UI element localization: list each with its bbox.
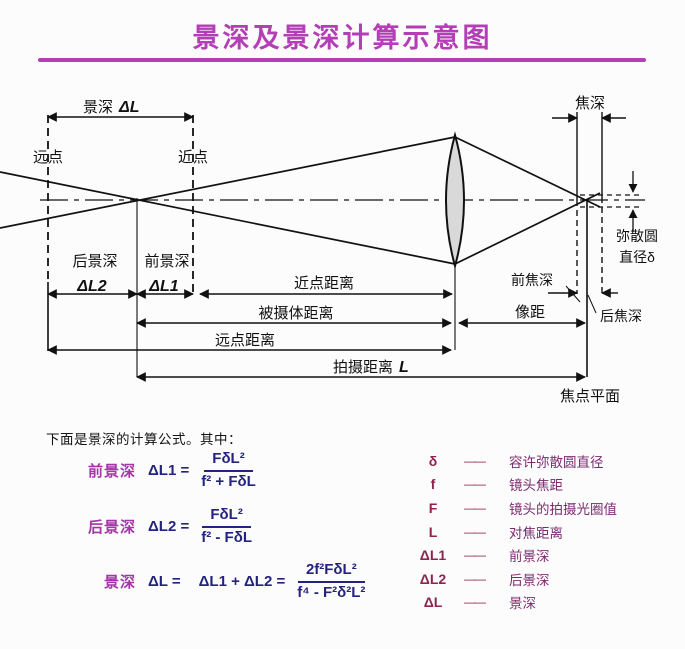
- legend-description: 镜头的拍摄光圈值: [509, 501, 617, 517]
- legend-row-l: L —— 对焦距离: [413, 520, 617, 544]
- label-near-point: 近点: [178, 149, 208, 166]
- guide-lines: [47, 112, 603, 377]
- depth-of-field-diagram: 景深 ΔL 焦深 远点 近点 后景深 ΔL2 前景深 ΔL1 近点距离 被摄体距…: [0, 95, 658, 405]
- legend-row-dl1: ΔL1 —— 前景深: [413, 543, 617, 567]
- legend-symbol: L: [428, 523, 438, 540]
- label-depth-of-field-symbol: ΔL: [118, 99, 140, 116]
- label-far-point: 远点: [33, 149, 63, 166]
- legend-row-f-upper: F —— 镜头的拍摄光圈值: [413, 496, 617, 520]
- fraction-denominator: f⁴ - F²δ²L²: [297, 583, 366, 601]
- formula-rear-dof: 后景深 ΔL2 = FδL² f² - FδL: [88, 506, 252, 548]
- label-shooting-distance-symbol: L: [399, 359, 409, 376]
- legend-dash: ——: [464, 524, 486, 539]
- legend-description: 前景深: [509, 549, 550, 565]
- label-rear-dof: 后景深: [72, 253, 117, 270]
- legend-dash: ——: [464, 500, 486, 515]
- formula-front-dof-label: 前景深: [88, 463, 137, 481]
- legend-symbol: f: [430, 476, 436, 493]
- legend-row-delta: δ —— 容许弥散圆直径: [413, 449, 617, 473]
- legend-description: 镜头焦距: [509, 478, 563, 494]
- formula-intro-text: 下面是景深的计算公式。其中：: [46, 432, 242, 447]
- fraction-numerator: 2f²FδL²: [297, 561, 365, 583]
- label-depth-of-field: 景深: [83, 99, 113, 116]
- legend-row-f-lower: f —— 镜头焦距: [413, 473, 617, 497]
- label-shooting-distance: 拍摄距离: [333, 359, 393, 376]
- legend-description: 容许弥散圆直径: [509, 454, 604, 470]
- fraction-numerator: FδL²: [202, 506, 251, 528]
- dimension-lines: [47, 112, 626, 382]
- formula-rear-dof-lhs: ΔL2 =: [148, 518, 190, 536]
- circle-of-confusion-guides: [580, 171, 643, 232]
- label-focal-depth: 焦深: [575, 95, 605, 112]
- label-front-focal-depth: 前焦深: [511, 272, 553, 288]
- label-coc-line2: 直径δ: [619, 249, 655, 265]
- label-rear-dof-symbol: ΔL2: [76, 278, 107, 295]
- formula-front-dof-lhs: ΔL1 =: [148, 462, 190, 480]
- legend-row-dl2: ΔL2 —— 后景深: [413, 567, 617, 591]
- formula-front-dof-fraction: FδL² f² + FδL: [201, 450, 256, 492]
- legend-symbol: ΔL2: [419, 570, 447, 587]
- label-image-distance: 像距: [515, 304, 545, 321]
- formula-front-dof: 前景深 ΔL1 = FδL² f² + FδL: [88, 450, 256, 492]
- legend-description: 后景深: [509, 572, 550, 588]
- fraction-denominator: f² + FδL: [201, 472, 256, 490]
- legend-dash: ——: [464, 477, 486, 492]
- title-underline: [38, 58, 646, 62]
- light-rays: [0, 136, 601, 265]
- label-coc-line1: 弥散圆: [616, 228, 658, 244]
- formula-total-dof-label: 景深: [104, 574, 137, 592]
- label-rear-focal-depth: 后焦深: [600, 308, 642, 324]
- formula-rear-dof-fraction: FδL² f² - FδL: [201, 506, 252, 548]
- legend-symbol: ΔL: [423, 594, 443, 611]
- legend-dash: ——: [464, 453, 486, 468]
- label-front-dof: 前景深: [144, 253, 189, 270]
- formula-total-dof-lhs: ΔL =: [148, 573, 181, 591]
- legend-dash: ——: [464, 548, 486, 563]
- legend-description: 对焦距离: [509, 525, 563, 541]
- fraction-numerator: FδL²: [204, 450, 253, 472]
- legend-row-dl: ΔL —— 景深: [413, 591, 617, 615]
- page-title: 景深及景深计算示意图: [192, 23, 493, 53]
- legend-dash: ——: [464, 571, 486, 586]
- label-focal-plane: 焦点平面: [560, 388, 620, 405]
- legend-dash: ——: [464, 595, 486, 610]
- legend-symbol: δ: [428, 452, 438, 469]
- fraction-denominator: f² - FδL: [201, 528, 252, 546]
- label-front-dof-symbol: ΔL1: [148, 278, 179, 295]
- label-near-point-distance: 近点距离: [294, 275, 354, 292]
- legend-symbol: ΔL1: [419, 547, 447, 564]
- symbol-legend: δ —— 容许弥散圆直径 f —— 镜头焦距 F —— 镜头的拍摄光圈值 L —…: [413, 449, 617, 614]
- legend-description: 景深: [509, 596, 536, 612]
- lens: [445, 131, 465, 270]
- label-subject-distance: 被摄体距离: [258, 305, 333, 322]
- formula-rear-dof-label: 后景深: [88, 519, 137, 537]
- formula-total-dof: 景深 ΔL = ΔL1 + ΔL2 = 2f²FδL² f⁴ - F²δ²L²: [104, 561, 365, 603]
- formula-total-dof-fraction: 2f²FδL² f⁴ - F²δ²L²: [297, 561, 365, 603]
- label-far-point-distance: 远点距离: [215, 332, 275, 349]
- legend-symbol: F: [428, 499, 438, 516]
- formula-total-dof-sum: ΔL1 + ΔL2 =: [198, 573, 286, 591]
